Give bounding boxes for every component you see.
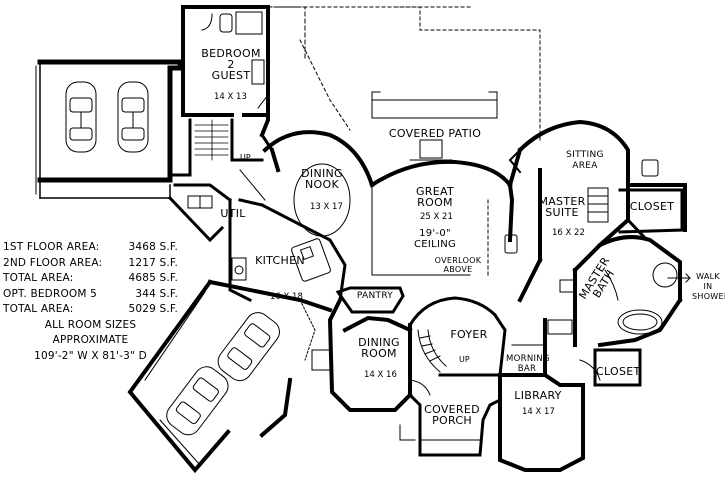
morning-bar-line1: MORNING — [506, 354, 550, 364]
area-value: 344 S.F. — [135, 287, 178, 300]
room-name: MASTER — [538, 195, 586, 208]
area-note: ALL ROOM SIZES — [44, 318, 137, 331]
shower-line1: WALK — [696, 272, 720, 281]
room-dimension: 14 X 13 — [214, 92, 247, 102]
room-name: KITCHEN — [255, 254, 305, 267]
area-row: TOTAL AREA: 4685 S.F. — [3, 271, 178, 287]
room-sub: AREA — [572, 161, 598, 171]
room-great-room: GREAT ROOM — [408, 186, 462, 208]
area-row: 1ST FLOOR AREA: 3468 S.F. — [3, 240, 178, 256]
car-icon — [217, 312, 280, 382]
room-name: UTIL — [220, 207, 246, 220]
room-dining-room: DINING ROOM — [352, 337, 406, 359]
ceiling-height: 19'-0" — [419, 228, 451, 239]
overlook-above: OVERLOOK ABOVE — [428, 256, 488, 274]
area-value: 3468 S.F. — [128, 241, 178, 253]
room-util: UTIL — [218, 208, 248, 219]
area-label: TOTAL AREA: — [3, 303, 74, 315]
room-name: PANTRY — [356, 291, 394, 301]
area-row: TOTAL AREA: 5029 S.F. — [3, 302, 178, 318]
room-pantry: PANTRY — [350, 291, 400, 302]
room-dimension: 16 X 22 — [552, 228, 585, 238]
room-covered-patio: COVERED PATIO — [375, 128, 495, 139]
room-dimension: 14 X 16 — [364, 370, 397, 380]
room-sitting-area: SITTING AREA — [560, 150, 610, 172]
upper-garage — [35, 59, 183, 199]
area-label: OPT. BEDROOM 5 — [3, 287, 98, 300]
room-name: CLOSET — [596, 365, 641, 378]
area-label: 1ST FLOOR AREA: — [3, 241, 100, 253]
room-sub: ROOM — [417, 196, 453, 209]
room-dimension: 25 X 21 — [420, 212, 453, 222]
room-master-suite: MASTER SUITE — [532, 196, 592, 218]
ceiling-label: CEILING — [413, 239, 457, 250]
overlook-line1: OVERLOOK — [434, 256, 482, 265]
area-value: 5029 S.F. — [128, 303, 178, 315]
room-sub: GUEST — [211, 69, 251, 82]
shower-line3: SHOWER — [692, 292, 725, 301]
area-value: 4685 S.F. — [128, 272, 178, 284]
overlook-line2: ABOVE — [443, 265, 473, 274]
room-number: 2 — [227, 58, 235, 71]
room-name: DINING — [301, 167, 343, 180]
room-dining-nook: DINING NOOK — [292, 168, 352, 190]
stair-up-label: UP — [459, 355, 470, 364]
room-dimension: 16 X 18 — [270, 292, 303, 302]
room-name: BEDROOM — [201, 47, 261, 60]
room-name: COVERED — [424, 403, 480, 416]
car-icon — [117, 81, 149, 153]
room-sub: PORCH — [432, 414, 472, 427]
bedroom-2-walls — [181, 5, 270, 138]
shower-line2: IN — [703, 282, 713, 291]
morning-bar-line2: BAR — [517, 364, 537, 374]
room-kitchen: KITCHEN — [252, 255, 308, 266]
room-dimension: 14 X 17 — [522, 407, 555, 417]
overall-dimensions: 109'-2" W X 81'-3" D — [34, 349, 147, 362]
room-foyer: FOYER — [444, 329, 494, 340]
room-dimension: 13 X 17 — [310, 202, 343, 212]
area-label: 2ND FLOOR AREA: — [3, 256, 103, 269]
car-icon — [65, 81, 97, 153]
area-row: 2ND FLOOR AREA: 1217 S.F. — [3, 256, 178, 272]
area-label: TOTAL AREA: — [3, 272, 74, 284]
great-room-ceiling: 19'-0" CEILING — [408, 228, 462, 250]
car-icon — [166, 366, 229, 436]
room-name: COVERED PATIO — [388, 127, 482, 140]
stair-up-label: UP — [240, 153, 251, 162]
area-value: 1217 S.F. — [128, 256, 178, 269]
room-bedroom-2: BEDROOM 2 GUEST — [196, 48, 266, 81]
room-library: LIBRARY — [508, 390, 568, 401]
room-name: FOYER — [450, 328, 488, 341]
room-sub: ROOM — [361, 347, 397, 360]
room-name: SITTING — [566, 150, 604, 160]
room-name: LIBRARY — [514, 389, 562, 402]
area-row: OPT. BEDROOM 5 344 S.F. — [3, 287, 178, 303]
room-covered-porch: COVERED PORCH — [422, 404, 482, 426]
area-summary: 1ST FLOOR AREA: 3468 S.F. 2ND FLOOR AREA… — [3, 240, 178, 364]
morning-bar: MORNING BAR — [506, 354, 550, 374]
room-closet-bottom: CLOSET — [596, 366, 640, 377]
room-name: CLOSET — [629, 200, 675, 213]
room-name: GREAT — [415, 185, 454, 198]
area-note: APPROXIMATE — [52, 334, 129, 346]
room-name: DINING — [358, 336, 400, 349]
room-closet-top: CLOSET — [624, 201, 680, 212]
walk-in-shower: WALK IN SHOWER — [692, 272, 725, 302]
room-sub: NOOK — [305, 178, 339, 191]
room-sub: SUITE — [545, 206, 579, 219]
